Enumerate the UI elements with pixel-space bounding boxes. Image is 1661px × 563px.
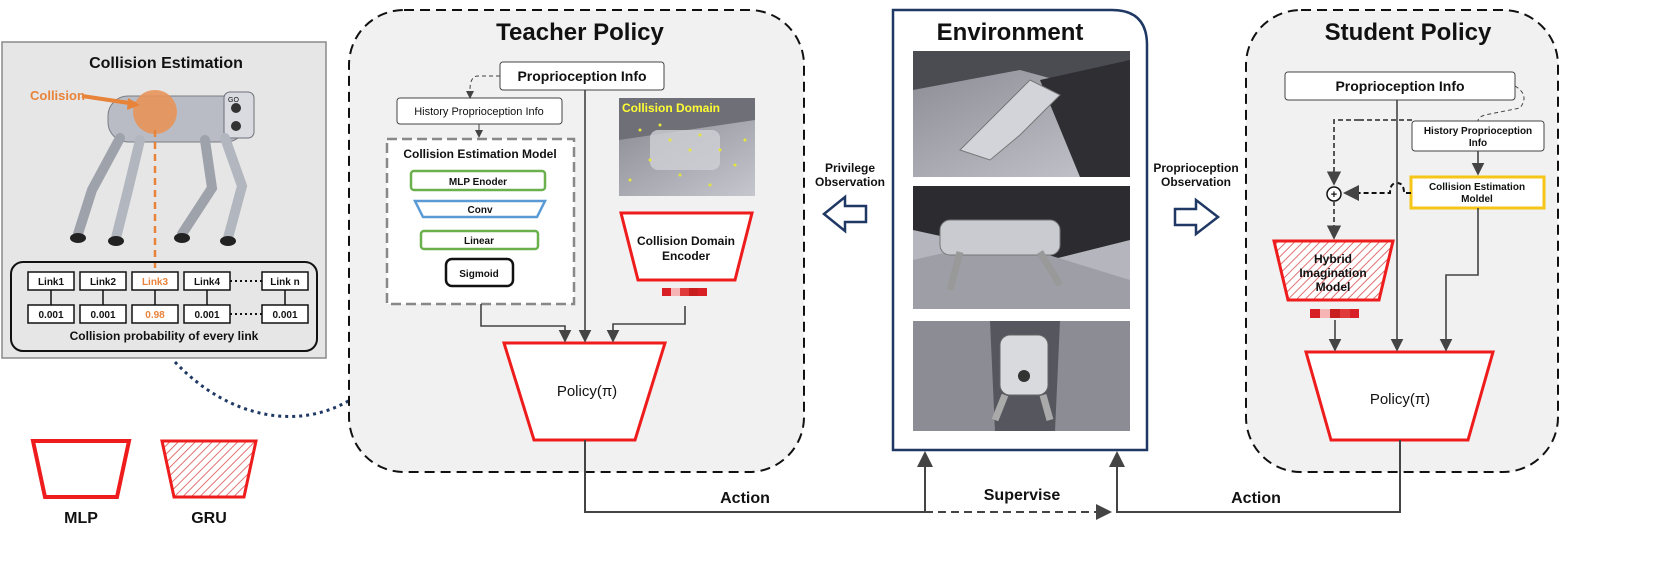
environment-panel: Environment (891, 8, 1149, 452)
legend-mlp-label: MLP (64, 510, 98, 527)
student-cem-label-2: Moldel (1461, 194, 1493, 205)
cd-encoder-label-2: Encoder (662, 249, 710, 263)
layer-linear-label: Linear (464, 236, 494, 247)
collision-domain-image: Collision Domain (619, 98, 755, 196)
cd-latent-bar (662, 288, 707, 296)
hybrid-imagination-model (1272, 239, 1395, 302)
proprio-observation-label-1: Proprioception (1153, 161, 1238, 175)
robot-badge: GO (228, 97, 239, 104)
student-proprio-label: Proprioception Info (1335, 78, 1464, 94)
student-action-arrow (1109, 440, 1401, 513)
probability-box (131, 304, 179, 324)
privilege-observation-label-1: Privilege (825, 161, 875, 175)
link-table-caption: Collision probability of every link (70, 329, 259, 343)
collision-estimation-panel: Collision Estimation GO Collision Link1 0… (1, 41, 327, 359)
supervise-label: Supervise (984, 487, 1061, 504)
collision-domain-label: Collision Domain (622, 101, 720, 115)
link-label: Link1 (38, 277, 65, 288)
probability-box (27, 304, 75, 324)
probability-value: 0.98 (145, 310, 165, 321)
robot-dog-illustration: GO (70, 90, 255, 246)
action-label-2: Action (1231, 490, 1281, 507)
collision-domain-encoder (619, 211, 754, 282)
action-label-1: Action (720, 490, 770, 507)
student-policy-block (1304, 350, 1495, 442)
teacher-cem-title: Collision Estimation Model (403, 147, 556, 161)
legend-mlp-shape (30, 439, 132, 499)
legend-gru-shape (160, 439, 258, 499)
environment-scene-1 (913, 51, 1130, 177)
student-history-label-2: Info (1469, 138, 1487, 149)
teacher-policy-panel: Teacher Policy Proprioception Info Histo… (348, 9, 805, 473)
probability-value: 0.001 (272, 310, 297, 321)
privilege-arrow (822, 194, 868, 234)
link-table-frame (10, 261, 318, 352)
him-label-1: Hybrid (1314, 252, 1352, 266)
environment-scene-2 (913, 186, 1130, 309)
legend-gru-label: GRU (191, 510, 227, 527)
link-label: Link2 (90, 277, 117, 288)
probability-value: 0.001 (90, 310, 115, 321)
layer-linear (419, 229, 540, 251)
link-label: Link n (270, 277, 299, 288)
proprio-observation-label-2: Observation (1161, 175, 1231, 189)
teacher-policy-block (501, 341, 668, 442)
layer-mlp-encoder (409, 169, 547, 192)
link-label: Link3 (142, 277, 169, 288)
layer-conv-label: Conv (468, 205, 493, 216)
probability-value: 0.001 (38, 310, 63, 321)
him-label-2: Imagination (1299, 266, 1366, 280)
privilege-observation-label-2: Observation (815, 175, 885, 189)
student-policy-panel: Student Policy Proprioception Info Histo… (1245, 9, 1559, 473)
environment-title: Environment (937, 19, 1084, 46)
collision-arrow-head (127, 98, 140, 110)
him-latent-bar (1310, 309, 1359, 318)
collision-label: Collision (30, 88, 85, 103)
student-history-label-1: History Proprioception (1424, 126, 1532, 137)
teacher-action-arrow (584, 440, 933, 513)
layer-mlp-encoder-label: MLP Enoder (449, 177, 507, 188)
layer-conv (412, 199, 548, 219)
teacher-policy-title: Teacher Policy (496, 19, 664, 46)
collision-estimation-title: Collision Estimation (89, 55, 243, 72)
environment-scene-3 (913, 321, 1130, 431)
probability-box (79, 304, 127, 324)
student-policy-label: Policy(π) (1370, 391, 1430, 408)
proprio-arrow (1173, 197, 1221, 237)
sum-node-label: + (1331, 189, 1337, 201)
student-cem-label-1: Collision Estimation (1429, 182, 1525, 193)
cd-encoder-label-1: Collision Domain (637, 234, 735, 248)
probability-value: 0.001 (194, 310, 219, 321)
teacher-proprio-label: Proprioception Info (517, 68, 646, 84)
layer-sigmoid (444, 257, 515, 288)
link-label: Link4 (194, 277, 221, 288)
him-label-3: Model (1316, 280, 1351, 294)
teacher-policy-label: Policy(π) (557, 383, 617, 400)
teacher-history-label: History Proprioception Info (414, 106, 544, 118)
student-policy-title: Student Policy (1325, 19, 1492, 46)
legend: MLP GRU (30, 439, 258, 527)
layer-sigmoid-label: Sigmoid (459, 269, 498, 280)
